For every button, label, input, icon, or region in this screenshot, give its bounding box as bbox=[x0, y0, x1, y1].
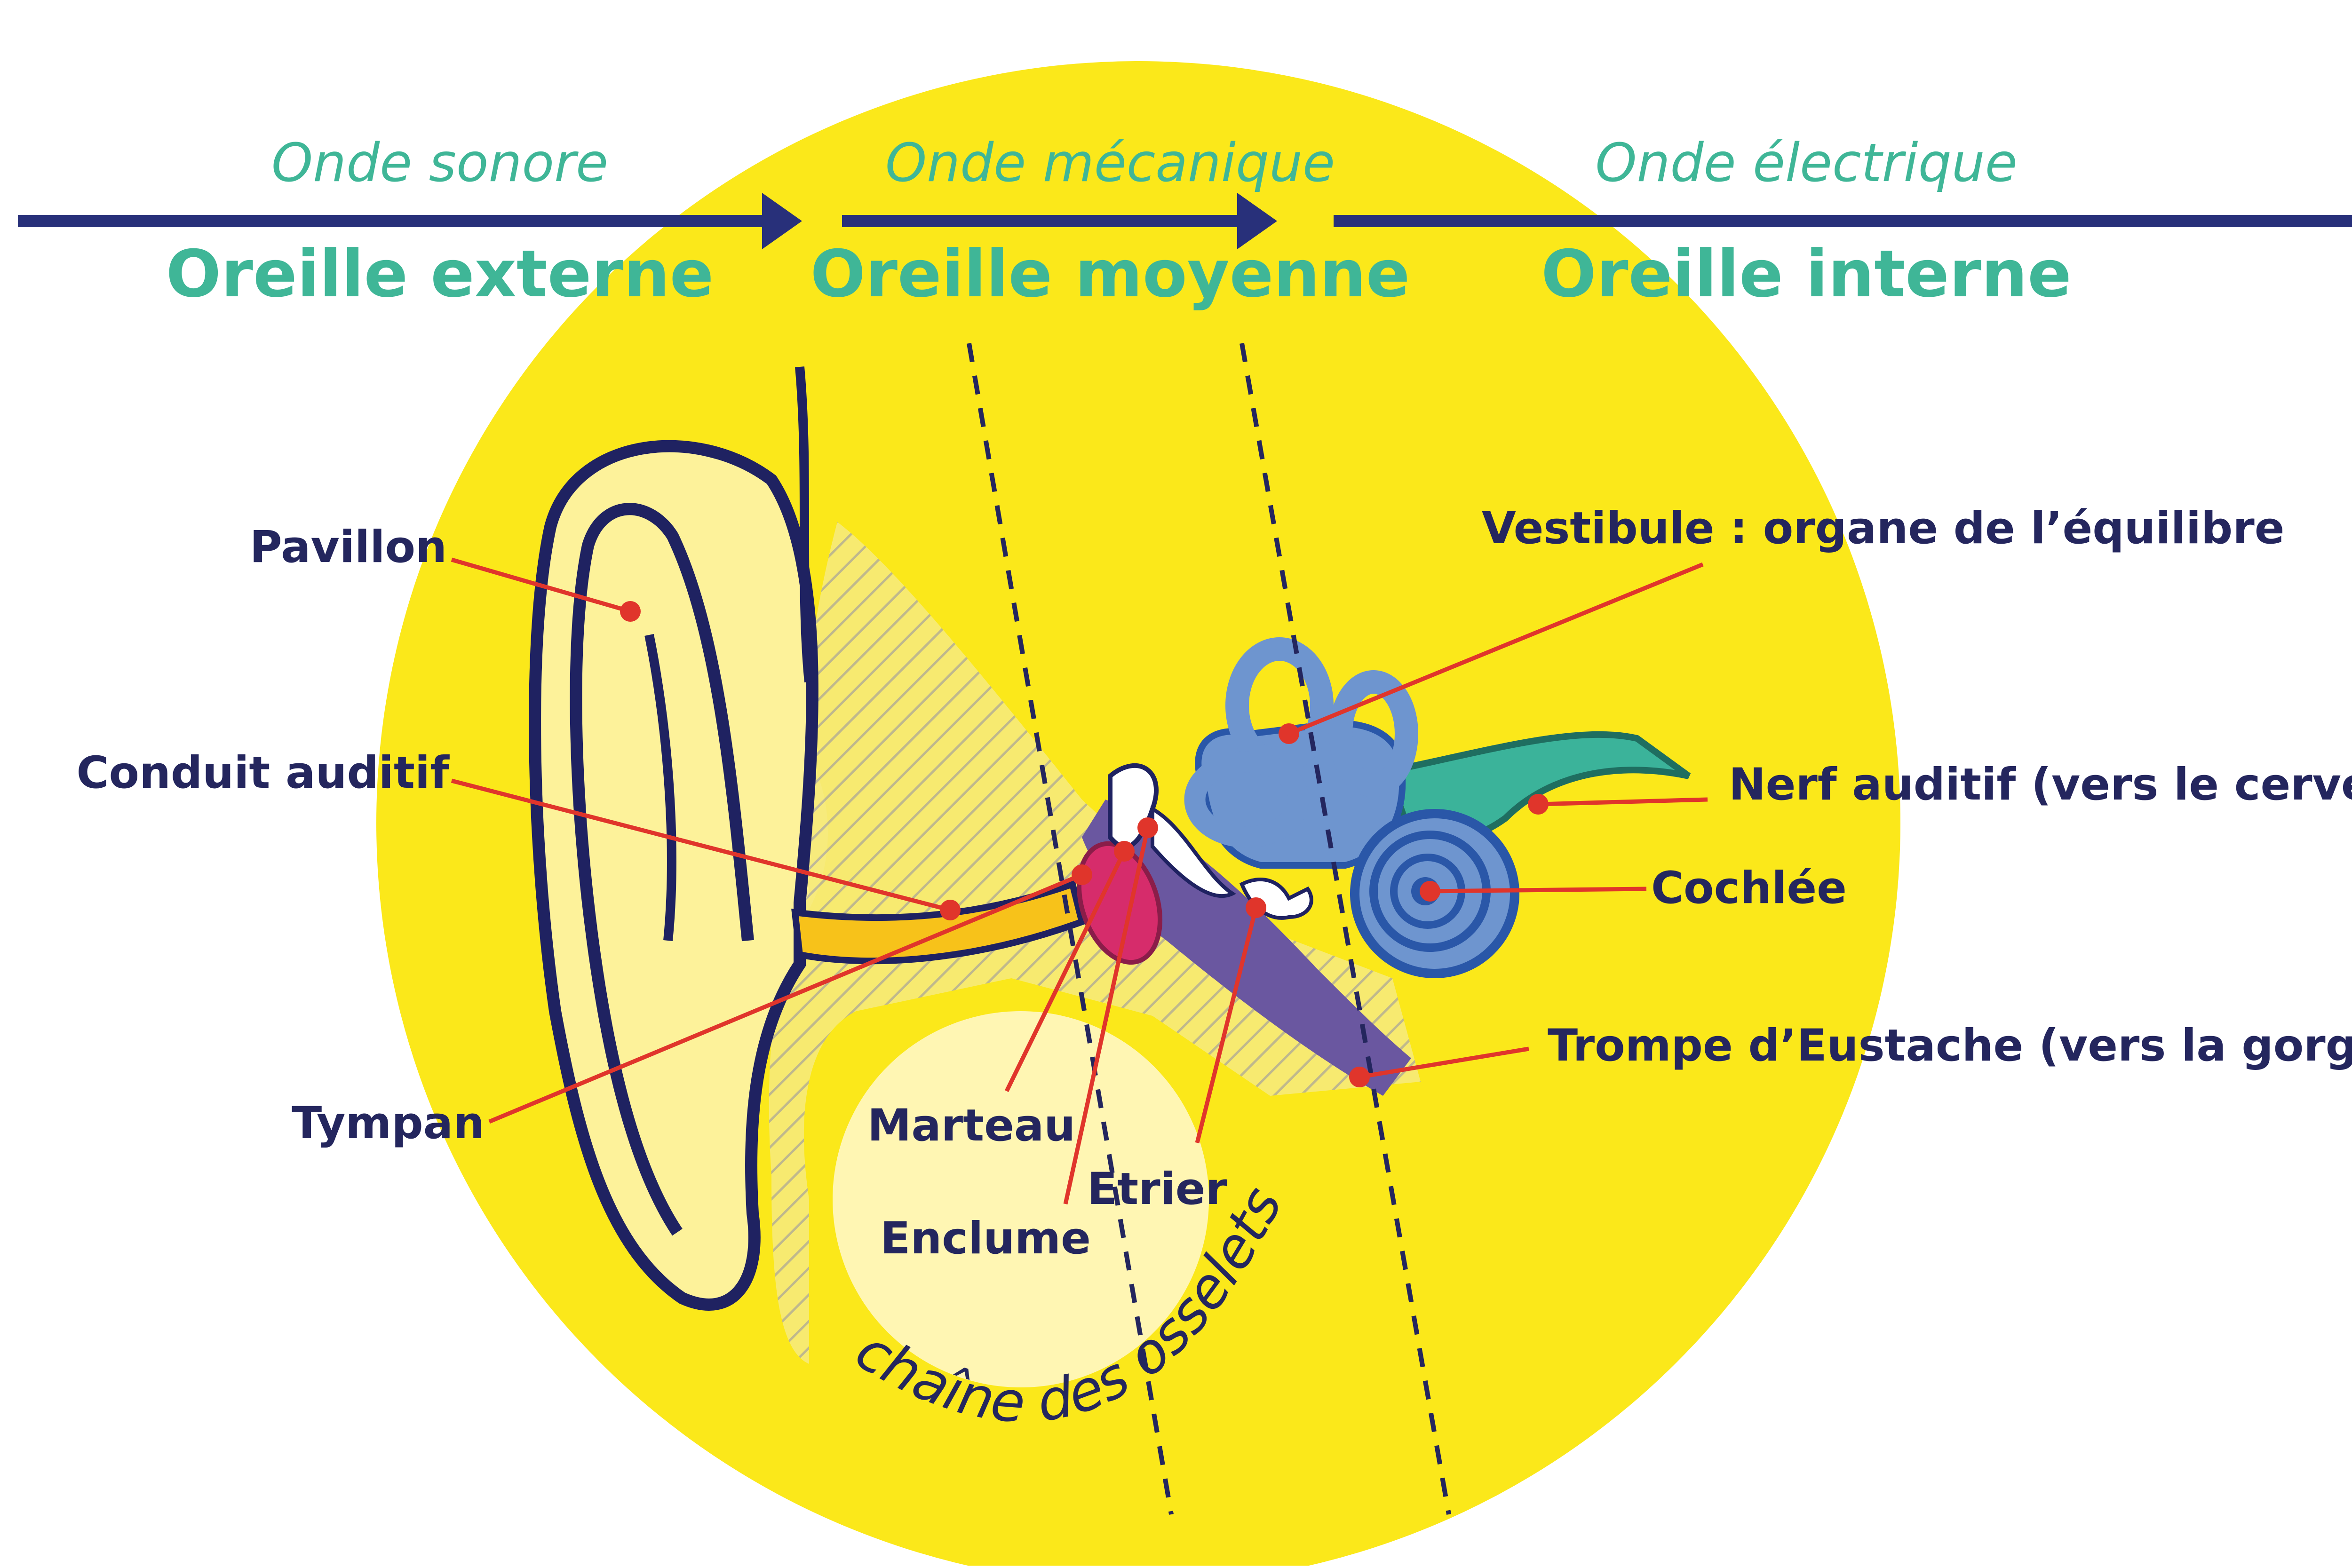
label-marteau: Marteau bbox=[867, 1100, 1075, 1151]
dot-nerf bbox=[1528, 794, 1549, 815]
label-nerf: Nerf auditif (vers le cerveau) bbox=[1729, 759, 2352, 810]
wave-inner-label: Onde électrique bbox=[1595, 133, 2017, 194]
dot-cochlee bbox=[1420, 881, 1440, 902]
dot-tympan bbox=[1072, 864, 1092, 885]
dot-enclume bbox=[1137, 817, 1158, 838]
dot-trompe bbox=[1349, 1067, 1370, 1087]
dot-marteau bbox=[1114, 841, 1135, 862]
dot-conduit bbox=[940, 900, 961, 920]
section-inner-title: Oreille interne bbox=[1541, 236, 2072, 312]
dot-vestibule bbox=[1279, 723, 1299, 744]
label-tympan: Tympan bbox=[292, 1098, 485, 1149]
section-outer-title: Oreille externe bbox=[166, 236, 714, 312]
leader-cochlee bbox=[1430, 889, 1646, 891]
label-vestibule: Vestibule : organe de l’équilibre bbox=[1482, 503, 2284, 554]
label-cochlee: Cochlée bbox=[1651, 863, 1847, 914]
wave-middle-label: Onde mécanique bbox=[885, 133, 1335, 194]
section-middle-title: Oreille moyenne bbox=[810, 236, 1410, 312]
dot-pavillon bbox=[620, 601, 641, 622]
wave-outer-label: Onde sonore bbox=[271, 133, 608, 194]
dot-etrier bbox=[1246, 897, 1266, 918]
label-trompe: Trompe d’Eustache (vers la gorge) bbox=[1548, 1020, 2352, 1071]
label-pavillon: Pavillon bbox=[250, 522, 447, 573]
label-enclume: Enclume bbox=[880, 1213, 1091, 1264]
label-etrier: Etrier bbox=[1087, 1164, 1227, 1215]
label-conduit: Conduit auditif bbox=[77, 747, 450, 799]
